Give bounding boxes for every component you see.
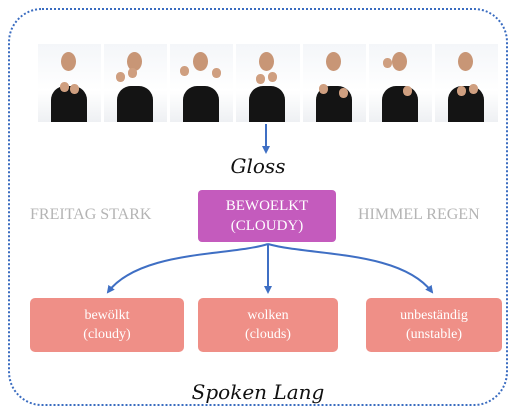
gloss-box: BEWOELKT (CLOUDY)	[198, 190, 336, 242]
gloss-label: Gloss	[230, 154, 286, 178]
gloss-box-line1: BEWOELKT	[225, 198, 309, 214]
video-frame-3	[170, 44, 234, 122]
translation-meaning: (cloudy)	[83, 327, 131, 342]
translation-box-2: wolken (clouds)	[198, 298, 338, 352]
translation-box-3: unbeständig (unstable)	[366, 298, 502, 352]
video-frame-1	[38, 44, 102, 122]
video-frame-6	[368, 44, 432, 122]
video-frame-4	[236, 44, 300, 122]
translation-box-1: bewölkt (cloudy)	[30, 298, 184, 352]
spoken-lang-label: Spoken Lang	[191, 380, 325, 404]
context-word-left: FREITAG STARK	[30, 206, 152, 223]
arrow-gloss-to-right	[267, 243, 434, 294]
translation-word: unbeständig	[400, 308, 468, 323]
sign-video-strip	[38, 44, 498, 122]
video-frame-5	[302, 44, 366, 122]
translation-word: bewölkt	[84, 308, 130, 323]
translation-word: wolken	[247, 308, 289, 323]
dotted-frame	[8, 8, 508, 406]
video-frame-7	[434, 44, 498, 122]
translation-meaning: (clouds)	[245, 327, 291, 342]
video-frame-2	[104, 44, 168, 122]
arrow-gloss-to-left	[106, 243, 269, 294]
context-word-right: HIMMEL REGEN	[358, 206, 480, 223]
gloss-box-line2: (CLOUDY)	[230, 218, 304, 234]
translation-meaning: (unstable)	[406, 327, 462, 342]
